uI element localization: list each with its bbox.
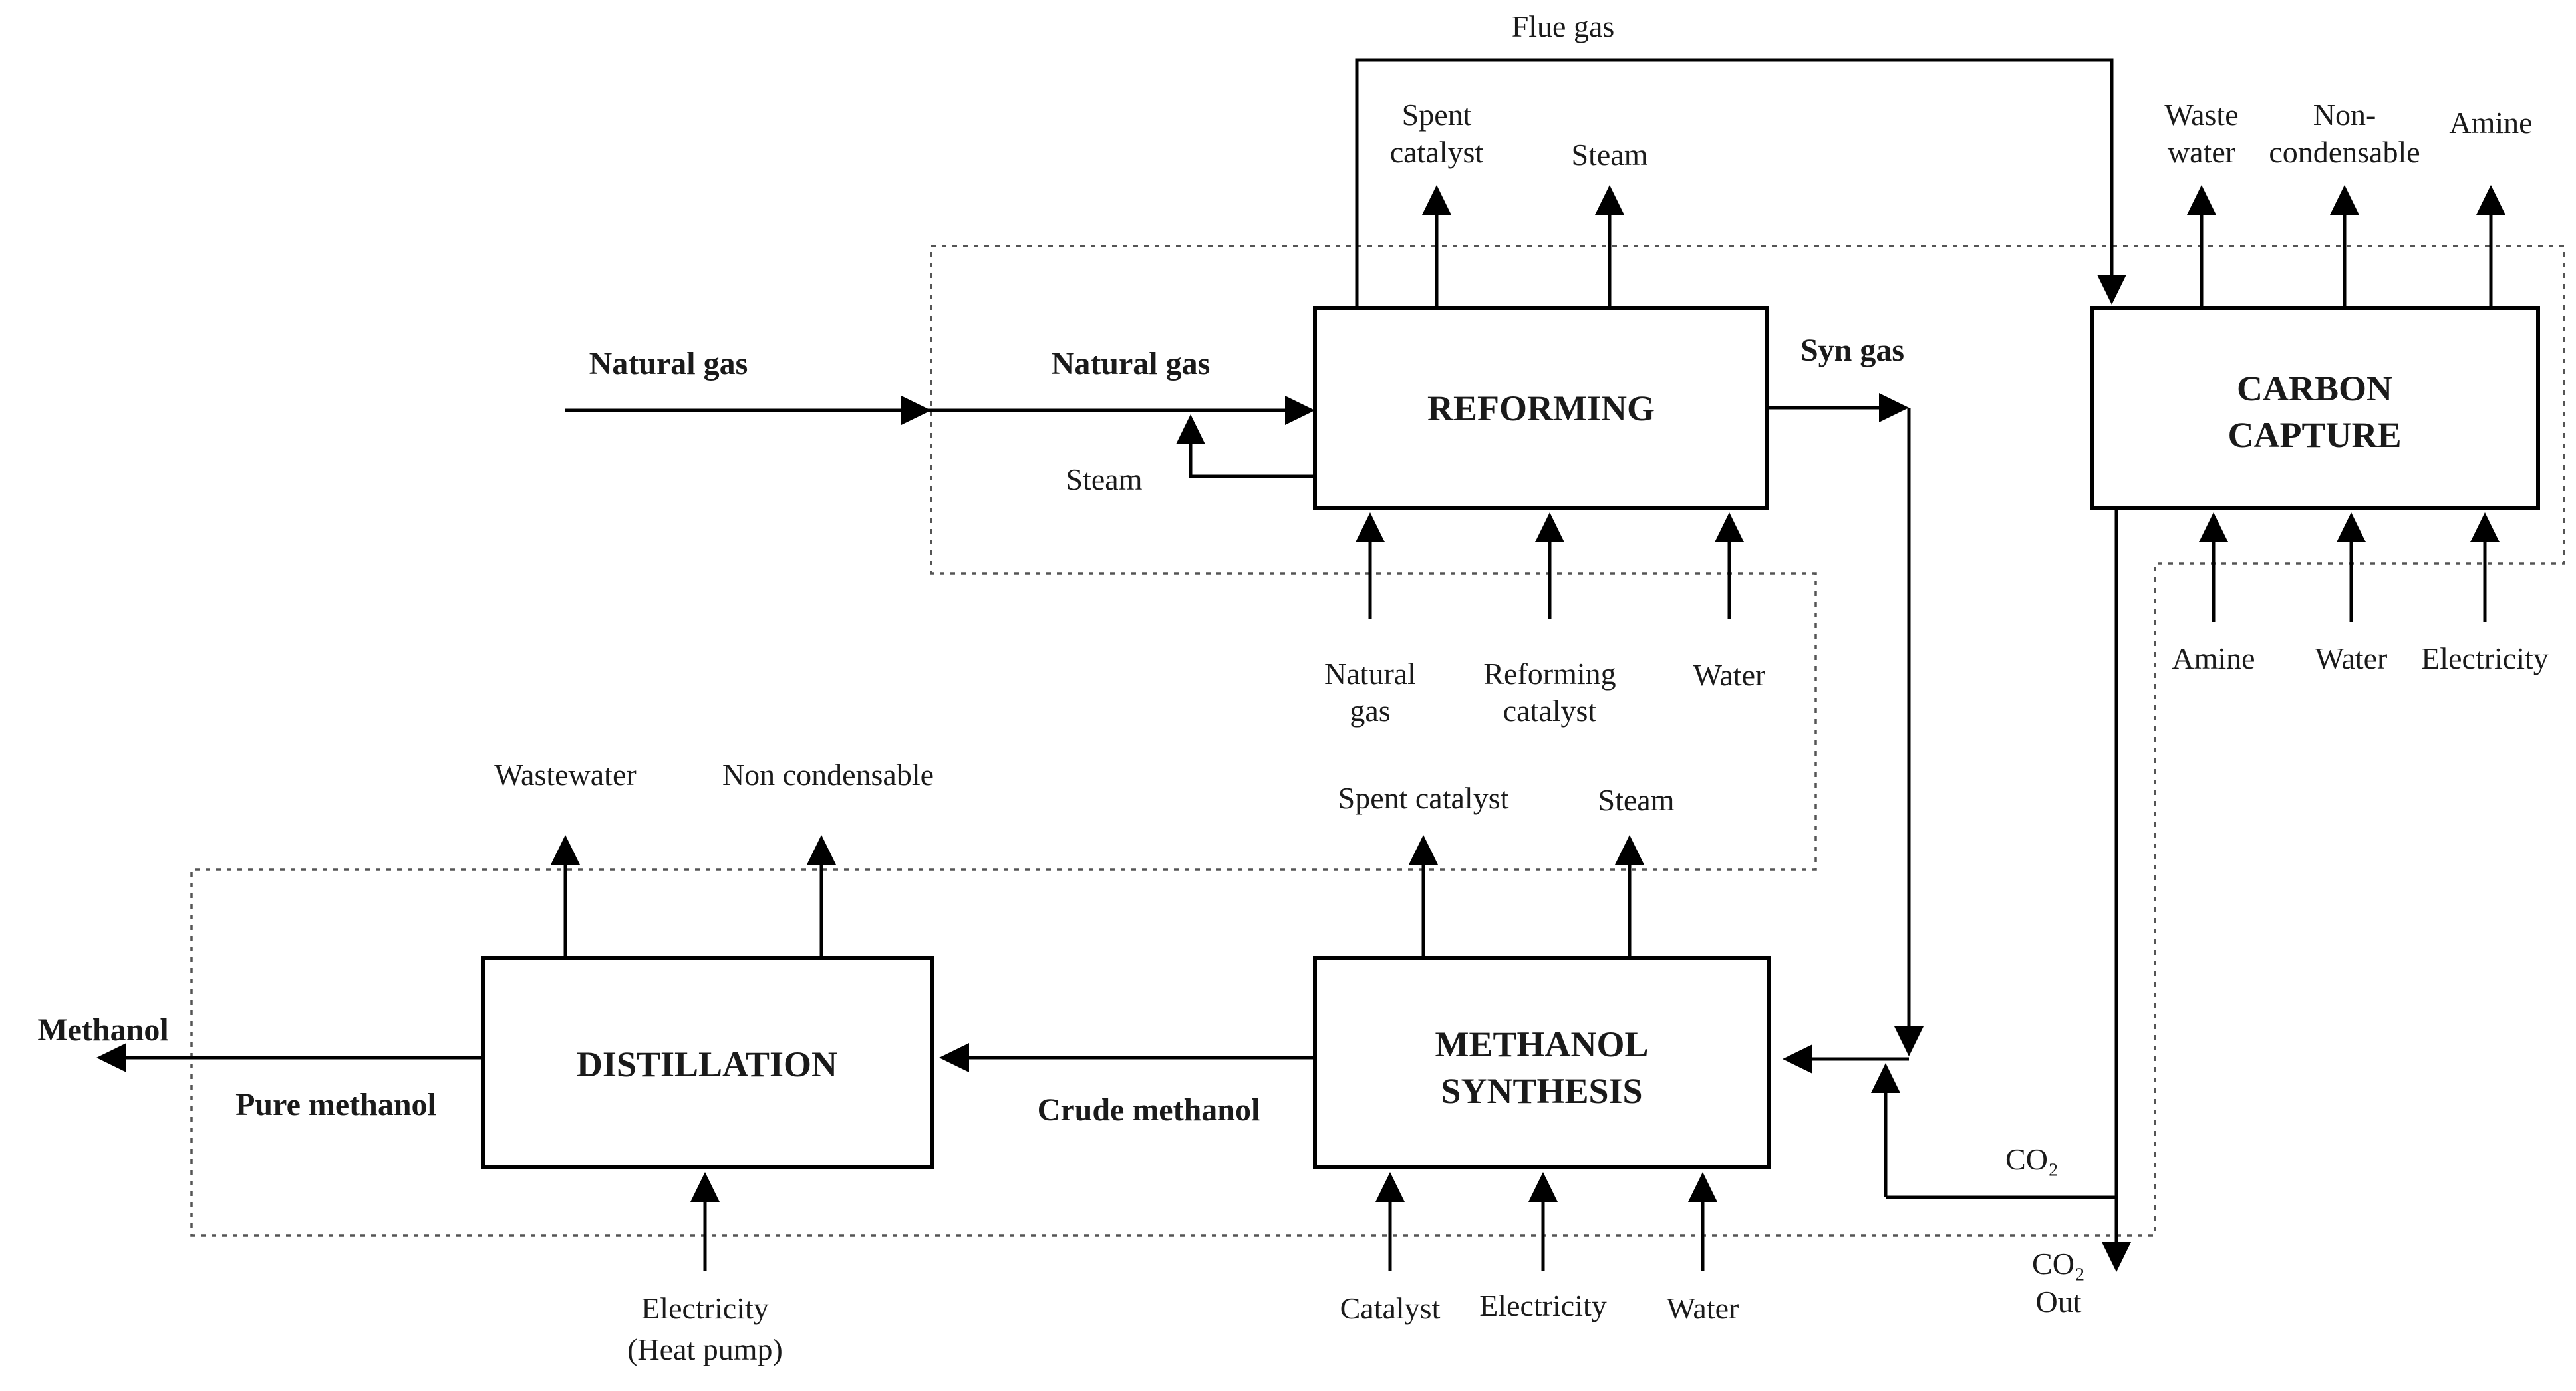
syn-gas-arrowhead	[1879, 393, 1909, 422]
ms-spent-catalyst-arrowhead	[1409, 835, 1438, 865]
ms-catalyst-in-arrowhead	[1375, 1172, 1405, 1202]
co2-label: CO₂	[2005, 1142, 2059, 1176]
ms-catalyst-in-label: Catalyst	[1340, 1291, 1441, 1325]
cc-electricity-in-label: Electricity	[2421, 641, 2549, 675]
reforming-box-title: REFORMING	[1427, 388, 1655, 428]
reforming-catalyst-in-label-line2: catalyst	[1503, 694, 1597, 728]
co2-out-label-line1: CO₂	[2032, 1247, 2085, 1281]
co2-out-arrowhead	[2102, 1242, 2131, 1272]
methanol-out-arrowhead	[96, 1043, 126, 1072]
cc-waste-water-arrowhead	[2187, 185, 2216, 215]
cc-electricity-in-arrowhead	[2470, 512, 2500, 542]
cc-non-condensable-label-line1: Non-	[2313, 98, 2376, 132]
ms-water-in-arrowhead	[1688, 1172, 1717, 1202]
steam-recycle-label: Steam	[1066, 462, 1143, 496]
syn-gas-label: Syn gas	[1800, 333, 1904, 368]
dist-electricity-in-label-line2: (Heat pump)	[627, 1332, 783, 1366]
pure-methanol-label: Pure methanol	[235, 1087, 436, 1122]
ms-electricity-in-label: Electricity	[1479, 1289, 1607, 1322]
flue-gas-label: Flue gas	[1512, 9, 1615, 43]
cc-water-in-arrowhead	[2337, 512, 2366, 542]
syn-gas-down-arrowhead	[1894, 1026, 1924, 1056]
dist-wastewater-arrowhead	[551, 835, 580, 865]
cc-non-condensable-label-line2: condensable	[2269, 135, 2420, 169]
flue-gas-arrowhead	[2097, 275, 2126, 305]
cc-amine-out-label: Amine	[2449, 106, 2532, 140]
cc-water-in-label: Water	[2315, 641, 2388, 675]
ms-steam-out-arrowhead	[1615, 835, 1644, 865]
ms-water-in-label: Water	[1667, 1291, 1739, 1325]
carbon-capture-box-title-line1: CARBON	[2237, 369, 2392, 408]
distillation-box-title: DISTILLATION	[577, 1044, 837, 1084]
reforming-catalyst-in-arrowhead	[1535, 512, 1564, 542]
carbon-capture-box	[2090, 306, 2540, 510]
cc-non-condensable-arrowhead	[2330, 185, 2359, 215]
ms-electricity-in-arrowhead	[1528, 1172, 1558, 1202]
ms-spent-catalyst-label: Spent catalyst	[1338, 781, 1509, 815]
cc-amine-in-label: Amine	[2172, 641, 2255, 675]
steam-recycle-line	[1189, 420, 1315, 478]
methanol-synthesis-box-title-line2: SYNTHESIS	[1441, 1071, 1642, 1111]
methanol-synthesis-box-title-line1: METHANOL	[1435, 1024, 1648, 1064]
reforming-box	[1313, 306, 1769, 510]
carbon-capture-box-title-line2: CAPTURE	[2227, 415, 2401, 455]
dist-non-condensable-arrowhead	[807, 835, 836, 865]
natural-gas-boundary-arrowhead	[901, 396, 931, 425]
cc-amine-out-arrowhead	[2476, 185, 2505, 215]
reforming-spent-catalyst-label-line1: Spent	[1402, 98, 1472, 132]
natural-gas-feed-label: Natural gas	[589, 346, 748, 381]
reforming-spent-catalyst-arrowhead	[1422, 185, 1451, 215]
dist-electricity-in-label-line1: Electricity	[641, 1291, 769, 1325]
dist-non-condensable-label: Non condensable	[722, 758, 934, 792]
cc-waste-water-label-line1: Waste	[2164, 98, 2238, 132]
distillation-box	[481, 956, 934, 1169]
reforming-catalyst-in-label-line1: Reforming	[1483, 657, 1616, 691]
crude-methanol-arrowhead	[939, 1043, 969, 1072]
cc-amine-in-arrowhead	[2199, 512, 2228, 542]
natural-gas-inlet-arrowhead	[1285, 396, 1315, 425]
reforming-water-in-arrowhead	[1715, 512, 1744, 542]
reforming-steam-out-label: Steam	[1572, 138, 1648, 172]
reforming-water-in-label: Water	[1693, 658, 1766, 692]
reforming-natural-gas-in-label-line1: Natural	[1324, 657, 1416, 691]
reforming-steam-out-arrowhead	[1595, 185, 1624, 215]
reforming-spent-catalyst-label-line2: catalyst	[1390, 135, 1484, 169]
ms-steam-out-label: Steam	[1598, 783, 1675, 817]
co2-riser-arrowhead	[1871, 1063, 1900, 1093]
cc-waste-water-label-line2: water	[2168, 135, 2235, 169]
reforming-natural-gas-in-arrowhead	[1356, 512, 1385, 542]
flow-lines	[96, 58, 2505, 1272]
crude-methanol-label: Crude methanol	[1038, 1092, 1260, 1128]
syn-gas-to-synthesis-arrowhead	[1783, 1044, 1812, 1074]
dist-electricity-in-arrowhead	[690, 1172, 720, 1202]
dist-wastewater-label: Wastewater	[494, 758, 636, 792]
natural-gas-internal-label: Natural gas	[1052, 346, 1211, 381]
methanol-synthesis-box	[1313, 956, 1771, 1169]
flue-gas-line	[1355, 58, 2114, 308]
steam-recycle-arrowhead	[1176, 414, 1205, 444]
co2-out-label-line2: Out	[2036, 1285, 2082, 1318]
methanol-product-label: Methanol	[37, 1012, 168, 1048]
reforming-natural-gas-in-label-line2: gas	[1350, 694, 1390, 728]
system-boundary-dashed	[190, 245, 2565, 1237]
